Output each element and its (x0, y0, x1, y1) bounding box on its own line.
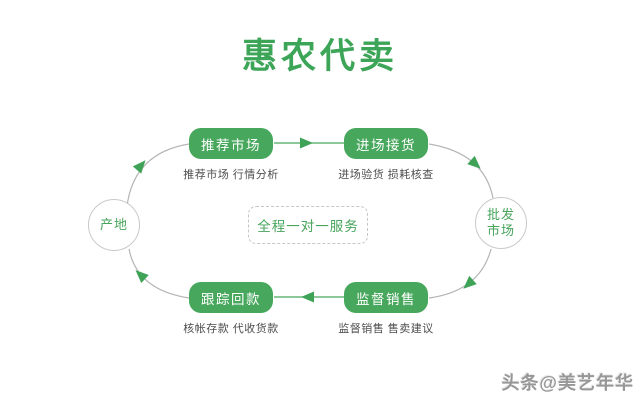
page-title: 惠农代卖 (241, 37, 398, 76)
node-label: 进场接货 (356, 137, 416, 153)
node-label: 推荐市场 (201, 137, 261, 153)
node-subtitle-recommend: 推荐市场 行情分析 (183, 169, 279, 181)
node-subtitle-track: 核帐存款 代收货款 (183, 323, 279, 335)
node-enter-receive-goods: 进场接货 (344, 128, 428, 159)
arrow-right-icon (300, 137, 313, 149)
endpoint-label: 产地 (99, 217, 128, 233)
node-recommend-market: 推荐市场 (189, 128, 273, 159)
center-service-label: 全程一对一服务 (257, 219, 359, 234)
curve-track-to-origin (128, 248, 190, 299)
arrow-down-right-icon (467, 155, 481, 169)
watermark: 头条@美艺年华 (501, 373, 634, 393)
arrow-up-left-icon (135, 270, 149, 284)
node-subtitle-receive: 进场验货 损耗核查 (338, 169, 434, 181)
endpoint-label: 批发市场 (486, 207, 515, 238)
endpoint-wholesale-market-circle: 批发市场 (475, 197, 527, 249)
arrow-left-icon (301, 291, 314, 303)
node-label: 监督销售 (356, 291, 416, 307)
node-track-payment: 跟踪回款 (189, 282, 273, 313)
arrow-down-left-icon (463, 275, 477, 289)
center-service-box: 全程一对一服务 (248, 206, 368, 244)
curve-origin-to-recommend (126, 143, 190, 207)
arrow-up-right-icon (132, 160, 146, 174)
endpoint-origin-circle: 产地 (88, 199, 140, 251)
node-supervise-sales: 监督销售 (344, 282, 428, 313)
curve-wholesale-to-supervise (428, 248, 492, 299)
node-label: 跟踪回款 (201, 291, 261, 307)
node-subtitle-supervise: 监督销售 售卖建议 (338, 323, 434, 335)
